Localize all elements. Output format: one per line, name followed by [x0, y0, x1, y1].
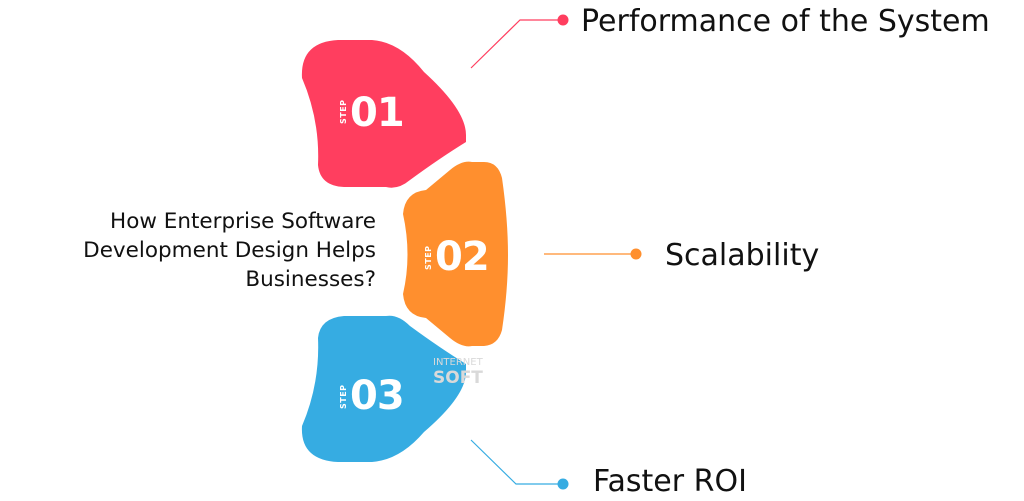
- step-03-shape: [301, 315, 466, 462]
- step-01-shape: [301, 40, 466, 188]
- step-01-prefix: STEP: [339, 99, 348, 124]
- diagram-question: How Enterprise Software Development Desi…: [20, 207, 376, 294]
- connector-dot-step-01: [557, 14, 569, 26]
- step-02-number: 02: [435, 234, 489, 280]
- step-02-prefix: STEP: [424, 245, 433, 270]
- question-line-3: Businesses?: [245, 267, 376, 292]
- benefit-step-01: Performance of the System: [581, 4, 990, 39]
- benefit-step-02: Scalability: [665, 238, 819, 273]
- benefit-step-03: Faster ROI: [593, 464, 747, 499]
- watermark-bottom-text: SOFT: [433, 368, 483, 388]
- step-03-number: 03: [350, 373, 404, 419]
- step-01-number: 01: [350, 90, 404, 136]
- connector-dot-step-02: [630, 248, 642, 260]
- step-03-prefix: STEP: [339, 384, 348, 409]
- connector-step-03: [470, 439, 563, 485]
- step-02-shape: [403, 161, 508, 347]
- watermark-top-text: INTERNET: [433, 357, 484, 368]
- connector-step-01: [470, 19, 563, 69]
- question-line-2: Development Design Helps: [83, 238, 376, 263]
- connector-dot-step-03: [557, 478, 569, 490]
- question-line-1: How Enterprise Software: [110, 209, 376, 234]
